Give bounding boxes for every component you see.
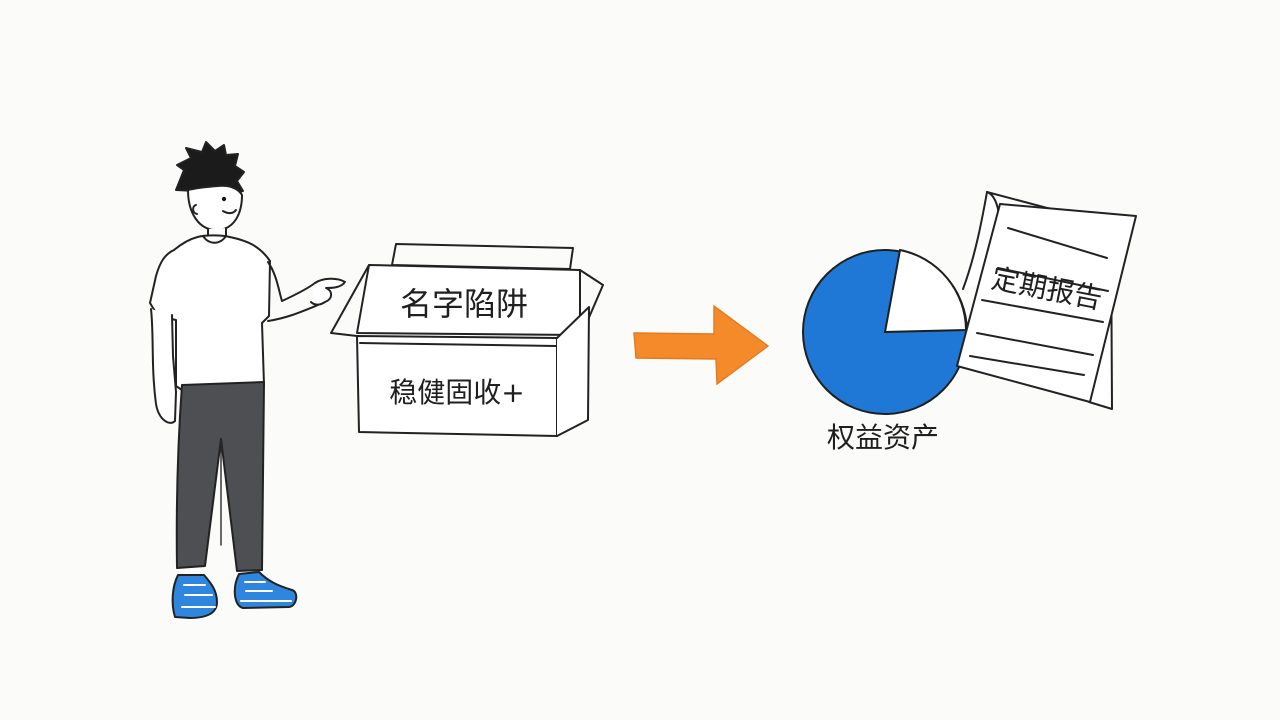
open-box-icon — [330, 243, 604, 437]
person-pointing-icon — [149, 141, 346, 619]
box-lid-label: 名字陷阱 — [400, 285, 528, 323]
person-pants — [175, 381, 265, 572]
right-arrow-icon — [633, 304, 770, 386]
person-shoe-left — [171, 574, 218, 619]
pie-chart-icon — [802, 248, 968, 415]
document-icon — [956, 191, 1137, 410]
pie-label: 权益资产 — [827, 421, 939, 454]
box-front-label: 稳健固收+ — [389, 376, 524, 409]
person-face — [187, 184, 243, 232]
person-shirt — [149, 234, 271, 393]
